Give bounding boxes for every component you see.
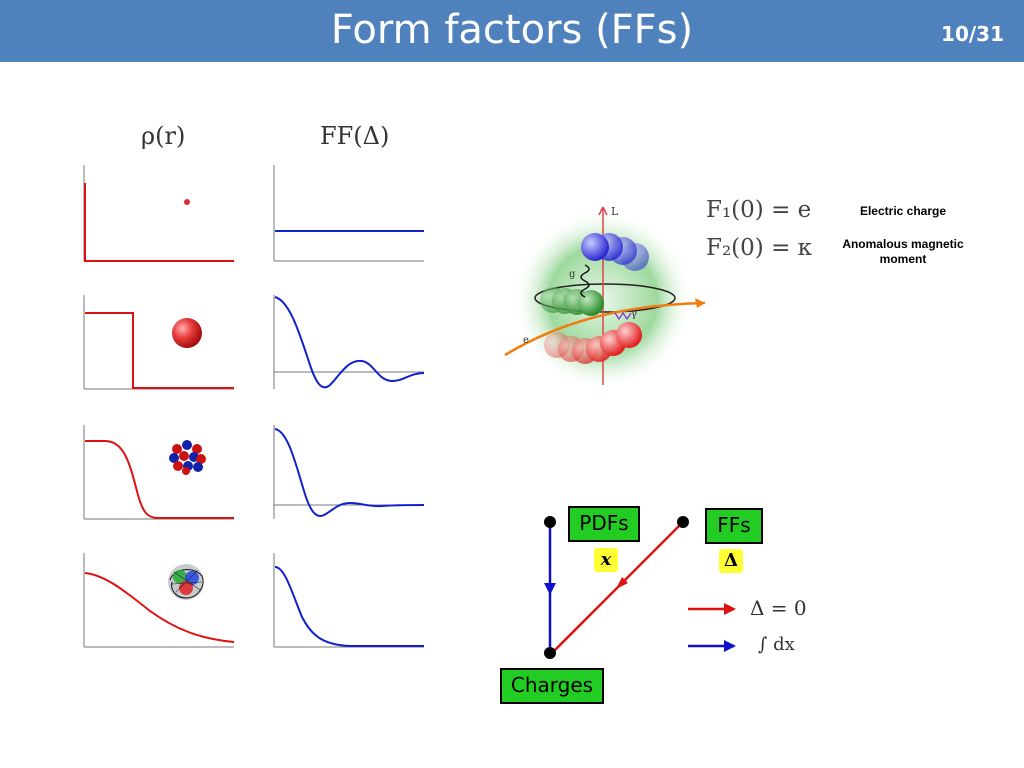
proton-cloud-icon	[168, 564, 204, 600]
density-plot-point	[83, 165, 234, 262]
slide-title: Form factors (FFs)	[330, 7, 694, 53]
ffs-box: FFs	[705, 508, 763, 544]
ff-plot-damped	[273, 425, 425, 519]
density-plot-decay	[83, 553, 235, 648]
legend-arrow-delta	[688, 603, 736, 615]
uniform-sphere-icon	[172, 318, 202, 348]
ff-column-header: FF(Δ)	[320, 122, 390, 150]
ff-plot-decay	[273, 553, 424, 648]
proton-illustration: L g e γ	[504, 205, 706, 390]
ff-plot-constant	[273, 165, 424, 262]
angular-momentum-label: L	[611, 205, 619, 218]
page-number: 10/31	[941, 22, 1004, 46]
charges-box: Charges	[500, 668, 604, 704]
legend-delta-label: Δ = 0	[750, 596, 807, 620]
pdf-ff-charges-diagram	[544, 516, 689, 659]
gluon-label: g	[569, 269, 576, 280]
photon-label: γ	[631, 309, 637, 320]
formula-f2-description: Anomalous magnetic moment	[842, 237, 964, 266]
electron-label: e	[523, 335, 529, 346]
pdf-variable-tag: x	[594, 548, 618, 572]
point-particle-sphere	[184, 199, 190, 205]
ff-variable-tag: Δ	[719, 549, 743, 573]
legend-arrow-integral	[688, 640, 736, 652]
density-column-header: ρ(r)	[141, 122, 186, 150]
pdfs-box: PDFs	[568, 506, 640, 542]
formula-f2: F₂(0) = κ	[706, 235, 813, 261]
density-plot-step	[83, 295, 234, 390]
title-bar: Form factors (FFs) 10/31	[0, 0, 1024, 62]
formula-f1: F₁(0) = e	[706, 197, 812, 223]
formula-f1-description: Electric charge	[859, 204, 947, 218]
nucleus-icon	[169, 440, 206, 475]
legend-integral-label: ∫ dx	[758, 634, 795, 655]
density-plot-smooth-step	[83, 425, 234, 520]
ff-plot-oscillating	[273, 295, 425, 389]
